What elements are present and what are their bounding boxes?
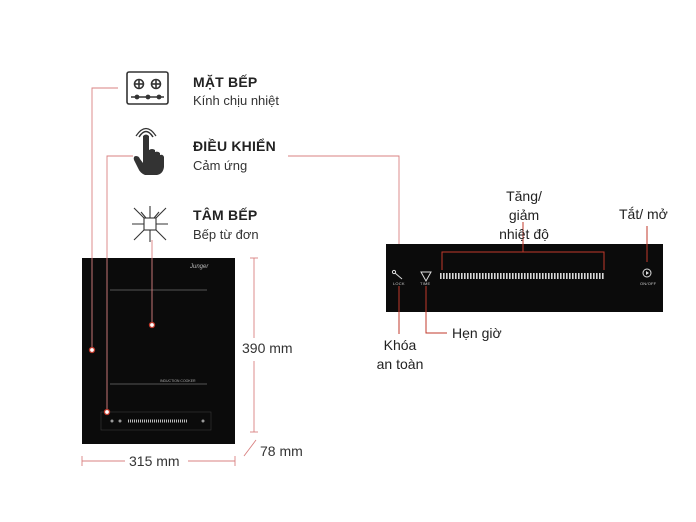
adjust-temp-line2: nhiệt độ bbox=[499, 226, 549, 242]
slider-segment bbox=[548, 273, 550, 279]
slider-segment bbox=[533, 273, 535, 279]
callout-line-timer bbox=[425, 286, 447, 334]
slider-segment bbox=[584, 273, 586, 279]
slider-segment bbox=[551, 273, 553, 279]
feature-subtitle-control: Cảm ứng bbox=[193, 158, 248, 173]
slider-segment bbox=[545, 273, 547, 279]
callout-line-panel bbox=[288, 155, 400, 244]
slider-segment bbox=[497, 273, 499, 279]
slider-segment bbox=[500, 273, 502, 279]
brand-logo: Junger bbox=[190, 264, 209, 270]
slider-segment bbox=[578, 273, 580, 279]
power-icon bbox=[642, 268, 652, 278]
slider-segment bbox=[479, 273, 481, 279]
depth-dim-line bbox=[243, 439, 257, 457]
lock-label: Khóa an toàn bbox=[375, 336, 425, 374]
slider-segment bbox=[590, 273, 592, 279]
lock-line2: an toàn bbox=[376, 356, 424, 372]
slider-segment bbox=[494, 273, 496, 279]
power-label: Tắt/ mở bbox=[619, 206, 668, 222]
adjust-temp-label: Tăng/ giảm nhiệt độ bbox=[489, 187, 559, 244]
slider-segment bbox=[587, 273, 589, 279]
slider-segment bbox=[458, 273, 460, 279]
slider-segment bbox=[476, 273, 478, 279]
slider-segment bbox=[443, 273, 445, 279]
slider-segment bbox=[593, 273, 595, 279]
callout-line-control bbox=[106, 155, 133, 411]
slider-segment bbox=[449, 273, 451, 279]
slider-segment bbox=[539, 273, 541, 279]
lock-line1: Khóa bbox=[383, 337, 417, 353]
slider-segment bbox=[473, 273, 475, 279]
slider-segment bbox=[527, 273, 529, 279]
cooktop-lock-dot bbox=[110, 419, 114, 423]
depth-label: 78 mm bbox=[260, 443, 303, 459]
slider-segment bbox=[569, 273, 571, 279]
slider-segment bbox=[455, 273, 457, 279]
slider-segment bbox=[440, 273, 442, 279]
slider-segment bbox=[509, 273, 511, 279]
feature-title-zone: TÂM BẾP bbox=[193, 207, 258, 223]
slider-segment bbox=[575, 273, 577, 279]
touch-hand-icon bbox=[133, 127, 164, 175]
slider-segment bbox=[599, 273, 601, 279]
heating-zone-icon bbox=[132, 206, 168, 242]
slider-segment bbox=[467, 273, 469, 279]
slider-segment bbox=[560, 273, 562, 279]
timer-label: Hẹn giờ bbox=[452, 325, 502, 341]
cooktop-control-strip bbox=[100, 411, 212, 431]
slider-segment bbox=[515, 273, 517, 279]
slider-segment bbox=[512, 273, 514, 279]
stove-top-icon bbox=[126, 71, 169, 105]
adjust-temp-line1: Tăng/ giảm bbox=[506, 188, 542, 223]
slider-segment bbox=[461, 273, 463, 279]
feature-subtitle-surface: Kính chịu nhiệt bbox=[193, 93, 280, 108]
timer-icon bbox=[420, 271, 432, 283]
slider-segment bbox=[518, 273, 520, 279]
slider-segment bbox=[470, 273, 472, 279]
power-caption: ON/OFF bbox=[640, 281, 657, 286]
model-text: INDUCTION COOKER bbox=[160, 379, 196, 383]
panel-slider bbox=[440, 273, 604, 279]
slider-segment bbox=[596, 273, 598, 279]
slider-segment bbox=[503, 273, 505, 279]
callout-line-surface bbox=[91, 87, 118, 349]
slider-segment bbox=[506, 273, 508, 279]
slider-segment bbox=[482, 273, 484, 279]
slider-segment bbox=[602, 273, 604, 279]
slider-segment bbox=[530, 273, 532, 279]
slider-segment bbox=[452, 273, 454, 279]
timer-caption: TIME bbox=[420, 281, 431, 286]
cooktop-body bbox=[82, 258, 235, 444]
lock-caption: LOCK bbox=[393, 281, 405, 286]
cooktop-timer-dot bbox=[118, 419, 122, 423]
slider-segment bbox=[536, 273, 538, 279]
slider-segment bbox=[554, 273, 556, 279]
slider-segment bbox=[521, 273, 523, 279]
lock-key-icon bbox=[391, 269, 403, 280]
slider-segment bbox=[491, 273, 493, 279]
slider-segment bbox=[557, 273, 559, 279]
feature-title-surface: MẶT BẾP bbox=[193, 74, 258, 90]
slider-segment bbox=[566, 273, 568, 279]
slider-segment bbox=[485, 273, 487, 279]
slider-segment bbox=[572, 273, 574, 279]
slider-segment bbox=[524, 273, 526, 279]
slider-segment bbox=[446, 273, 448, 279]
slider-segment bbox=[464, 273, 466, 279]
callout-dot-control bbox=[103, 408, 111, 416]
feature-title-control: ĐIỀU KHIỂN bbox=[193, 138, 276, 154]
slider-segment bbox=[563, 273, 565, 279]
slider-segment bbox=[581, 273, 583, 279]
slider-segment bbox=[542, 273, 544, 279]
width-label: 315 mm bbox=[129, 453, 180, 469]
cooktop-power-dot bbox=[201, 419, 205, 423]
height-label: 390 mm bbox=[242, 340, 293, 356]
callout-dot-zone bbox=[148, 321, 156, 329]
feature-subtitle-zone: Bếp từ đơn bbox=[193, 227, 259, 242]
slider-segment bbox=[488, 273, 490, 279]
callout-dot-surface bbox=[88, 346, 96, 354]
